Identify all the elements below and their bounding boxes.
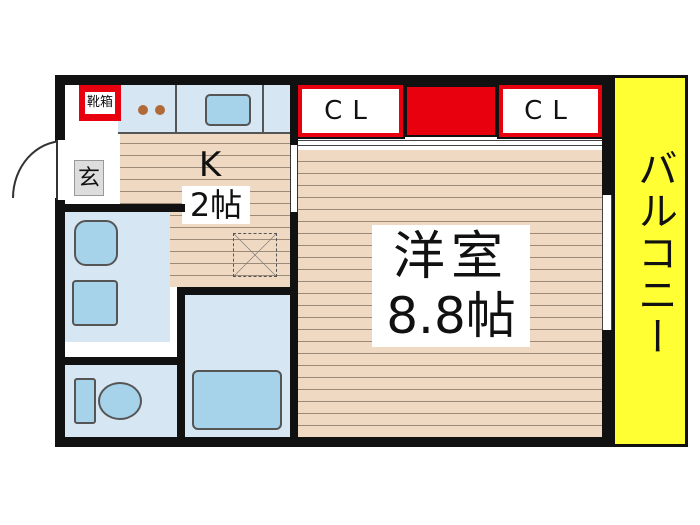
toilet-tank bbox=[74, 378, 96, 424]
stove-burner-icon bbox=[155, 105, 165, 115]
bathtub bbox=[192, 370, 282, 430]
washbasin bbox=[74, 220, 118, 266]
closet-right[interactable]: CL bbox=[497, 83, 604, 139]
shoe-box: 靴箱 bbox=[79, 85, 121, 121]
partition-wall bbox=[290, 212, 298, 437]
counter-divider bbox=[175, 85, 177, 132]
closet-door-track bbox=[298, 140, 602, 146]
counter-divider bbox=[262, 85, 264, 132]
western-room-size: 8.8帖 bbox=[372, 285, 530, 347]
balcony: バルコニー bbox=[612, 75, 688, 447]
closet-center-storage bbox=[405, 85, 497, 137]
wet-area-wall bbox=[65, 204, 185, 212]
entrance-door-panel bbox=[56, 140, 66, 200]
entrance-label: 玄 bbox=[74, 160, 104, 196]
outer-wall-bottom bbox=[55, 437, 610, 447]
bathroom-wall bbox=[177, 287, 290, 295]
western-room-name: 洋室 bbox=[372, 225, 530, 289]
balcony-window[interactable] bbox=[602, 195, 612, 330]
kitchen-sink bbox=[205, 94, 251, 126]
outer-wall-left bbox=[55, 75, 65, 447]
floor-hatch bbox=[233, 233, 277, 277]
washing-machine-pan bbox=[72, 280, 118, 326]
sliding-door[interactable] bbox=[290, 145, 298, 212]
partition-wall bbox=[290, 85, 298, 145]
shoe-box-label: 靴箱 bbox=[85, 92, 115, 114]
kitchen-name: K bbox=[198, 145, 222, 185]
closet-left[interactable]: CL bbox=[296, 83, 405, 139]
stove-burner-icon bbox=[138, 105, 148, 115]
outer-wall-top bbox=[55, 75, 610, 85]
toilet-bowl bbox=[98, 382, 142, 420]
toilet-wall bbox=[65, 357, 177, 365]
bathroom-wall bbox=[177, 287, 185, 437]
balcony-label: バルコニー bbox=[631, 148, 677, 358]
kitchen-size: 2帖 bbox=[182, 186, 250, 224]
